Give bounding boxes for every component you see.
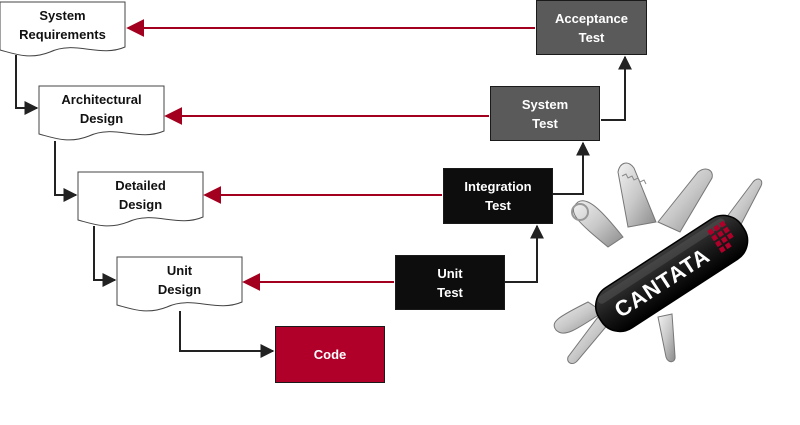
stage-label: Detailed Design <box>115 178 166 212</box>
stage-label: Unit Design <box>157 263 202 297</box>
stage-code: Code <box>275 326 385 383</box>
doc-shape-architectural-design <box>38 85 165 141</box>
stage-system-test: System Test <box>490 86 600 141</box>
connector-unit-to-code <box>179 311 275 358</box>
stage-acceptance-test: Acceptance Test <box>536 0 647 55</box>
doc-shape-unit-design <box>116 256 243 312</box>
connector-unit-test-to-integration <box>505 224 544 283</box>
stage-unit-design: Unit Design <box>117 257 242 303</box>
stage-label: System Test <box>521 96 569 131</box>
stage-label: Integration Test <box>464 179 532 213</box>
connector-integration-to-system <box>553 141 590 195</box>
stage-label: Architectural Design <box>61 92 142 126</box>
stage-architectural-design: Architectural Design <box>39 86 164 132</box>
stage-unit-test: Unit Test <box>395 255 505 310</box>
stage-detailed-design: Detailed Design <box>78 172 203 218</box>
doc-shape-detailed-design <box>77 171 204 227</box>
doc-shape-system-requirements <box>0 1 126 57</box>
stage-label: Unit Test <box>437 265 463 300</box>
swiss-army-knife-icon: CANTATA <box>553 162 763 365</box>
connector-req-to-arch <box>15 55 39 115</box>
connector-arch-to-detailed <box>54 141 78 202</box>
stage-label: System Requirements <box>19 8 106 42</box>
connector-detailed-to-unit <box>93 226 117 287</box>
stage-label: Code <box>313 347 347 362</box>
stage-integration-test: Integration Test <box>443 168 553 224</box>
stage-label: Acceptance Test <box>555 10 628 45</box>
stage-system-requirements: System Requirements <box>0 2 125 48</box>
connector-system-to-acceptance <box>601 55 632 121</box>
